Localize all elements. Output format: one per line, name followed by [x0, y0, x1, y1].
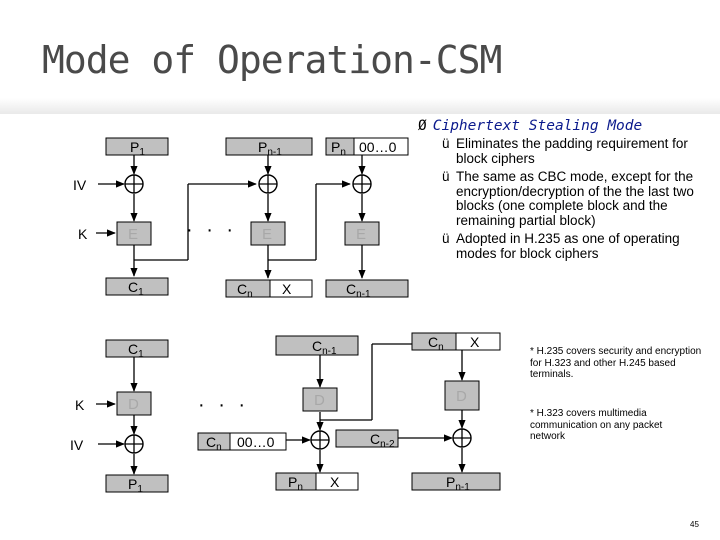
check-icon: ü	[442, 136, 450, 151]
check-icon: ü	[442, 169, 450, 184]
slide-title: Mode of Operation-CSM	[42, 38, 502, 82]
enc-pn1-label: Pn-1	[258, 139, 282, 158]
dec-p1-label: P1	[128, 476, 143, 495]
xor-icon	[310, 430, 330, 450]
encryption-lines	[96, 155, 366, 279]
dec-ellipsis: · · ·	[198, 394, 249, 416]
decryption-lines	[96, 340, 466, 475]
enc-e-box-1	[116, 221, 152, 246]
enc-padding-block	[353, 137, 409, 156]
bullet-heading-text: Ciphertext Stealing Mode	[432, 118, 643, 134]
dec-pn1-block	[411, 472, 501, 491]
xor-icon	[258, 174, 278, 194]
title-underline	[0, 98, 720, 114]
enc-e-box-2	[250, 221, 286, 246]
dec-d-label-2: D	[314, 392, 325, 409]
enc-iv-label: IV	[73, 177, 87, 193]
dec-iv-label: IV	[70, 437, 84, 453]
footnote-h323: * H.323 covers multimedia communication …	[530, 408, 663, 442]
footnote-h235: * H.235 covers security and encryption f…	[530, 346, 702, 380]
dec-pn1-label: Pn-1	[446, 474, 470, 493]
dec-x2-block	[315, 472, 359, 491]
decryption-xors	[124, 428, 472, 454]
arrow-bullet-icon: Ø	[418, 118, 427, 134]
bullet-item: ü The same as CBC mode, except for the e…	[418, 169, 718, 228]
encryption-xors	[124, 174, 372, 194]
dec-x2-label: X	[330, 474, 340, 490]
decryption-blocks: C1 Cn-1 Cn X K D D D · · · IV Cn 00…0 Cn…	[70, 332, 501, 495]
bullet-item: ü Adopted in H.235 as one of operating m…	[418, 231, 718, 261]
dec-p1-block	[105, 474, 169, 493]
dec-d-box-3	[444, 380, 480, 411]
enc-e-label-3: E	[356, 226, 366, 243]
dec-d-box-2	[302, 387, 338, 412]
enc-k-label: K	[78, 226, 88, 242]
dec-c1-label: C1	[128, 341, 144, 360]
enc-cn-label: Cn	[237, 281, 253, 300]
enc-p1-label: P1	[130, 139, 145, 158]
dec-cn-pad-label: Cn	[206, 434, 222, 453]
enc-c1-label: C1	[128, 279, 144, 298]
encryption-blocks: P1 Pn-1 Pn 00…0 IV K E E E · · · C1 Cn X…	[73, 137, 409, 300]
bullet-item: ü Eliminates the padding requirement for…	[418, 136, 718, 166]
dec-cn2-label: Cn-2	[370, 431, 395, 450]
enc-p1-block	[105, 137, 169, 156]
enc-pn1-block	[225, 137, 313, 156]
xor-icon	[124, 434, 144, 454]
enc-e-label-2: E	[262, 226, 272, 243]
dec-c1-block	[105, 339, 169, 358]
bullet-text: The same as CBC mode, except for the enc…	[456, 169, 694, 228]
dec-k-label: K	[75, 397, 85, 413]
dec-d-label-1: D	[128, 396, 139, 413]
enc-x-label: X	[282, 281, 292, 297]
enc-c1-block	[105, 277, 169, 296]
xor-icon	[452, 428, 472, 448]
bullet-text: Eliminates the padding requirement for b…	[456, 136, 688, 166]
bullet-text: Adopted in H.235 as one of operating mod…	[456, 231, 680, 261]
bullet-heading: Ø Ciphertext Stealing Mode	[418, 118, 718, 134]
check-icon: ü	[442, 231, 450, 246]
dec-d-box-1	[116, 391, 152, 416]
enc-e-box-3	[344, 221, 380, 246]
enc-padding-label: 00…0	[359, 139, 397, 155]
dec-cn2-block	[335, 429, 399, 448]
dec-pn-label: Pn	[288, 474, 303, 493]
dec-cn1-label: Cn-1	[312, 338, 337, 357]
enc-ellipsis: · · ·	[186, 219, 237, 241]
dec-cn-label: Cn	[428, 334, 444, 353]
enc-e-label-1: E	[128, 226, 138, 243]
bullet-list: Ø Ciphertext Stealing Mode ü Eliminates t…	[418, 118, 718, 265]
dec-x-label: X	[470, 334, 480, 350]
page-number: 45	[690, 520, 699, 529]
enc-cn1-label: Cn-1	[346, 281, 371, 300]
enc-x-block	[269, 279, 313, 298]
dec-cn1-block	[275, 335, 359, 356]
dec-padding-label: 00…0	[237, 434, 275, 450]
enc-cn1-block	[325, 279, 409, 298]
dec-padding-block	[229, 432, 287, 451]
dec-d-label-3: D	[456, 388, 467, 405]
dec-x-block	[455, 332, 501, 351]
enc-pn-label: Pn	[331, 139, 346, 158]
xor-icon	[124, 174, 144, 194]
xor-icon	[352, 174, 372, 194]
